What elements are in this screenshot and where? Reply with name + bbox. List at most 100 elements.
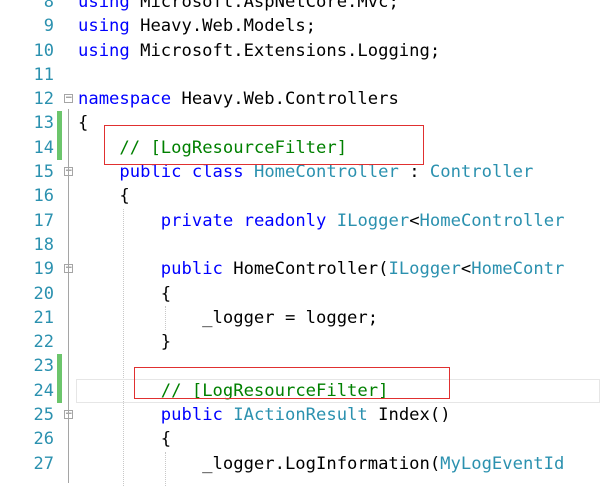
code-text: _logger.LogInformation(MyLogEventId [78,452,564,476]
keyword: class [191,162,244,183]
code-token: : [398,162,430,183]
keyword: using [78,16,130,37]
code-token [78,162,119,182]
minus-box-icon[interactable]: − [64,93,73,104]
code-token: < [409,210,420,231]
code-token: Microsoft.AspNetCore.Mvc; [129,0,399,12]
code-line-11[interactable]: 11 [0,63,600,87]
line-number: 20 [33,283,54,304]
type-name: IActionResult [233,405,368,426]
keyword: public [119,162,182,183]
type-name: ILogger [388,259,461,280]
code-text: public class HomeController : Controller [78,160,533,184]
code-line-17[interactable]: 17 private readonly ILogger<HomeControll… [0,209,600,233]
line-number: 17 [33,210,54,231]
outline-bar [68,108,69,483]
line-number: 27 [33,453,54,474]
code-text: using Microsoft.AspNetCore.Mvc; [78,0,399,14]
code-text: { [78,282,171,306]
indent-guide [164,305,166,331]
line-number: 26 [33,429,54,450]
code-text: { [78,184,130,208]
indent-guide [123,208,125,486]
code-line-20[interactable]: 20 { [0,282,600,306]
code-token [223,405,233,425]
line-number: 21 [33,307,54,328]
code-token: { [78,113,89,134]
code-token: { [78,283,172,304]
change-marker [57,135,62,161]
code-token: Heavy.Web.Models; [129,16,317,37]
code-line-16[interactable]: 16 { [0,184,600,208]
code-text: namespace Heavy.Web.Controllers [78,87,399,111]
code-token: { [78,186,130,207]
code-token: Heavy.Web.Controllers [171,89,399,110]
type-name: ILogger [336,210,410,231]
keyword: public [160,259,223,280]
keyword: using [78,40,130,61]
code-line-12[interactable]: 12−namespace Heavy.Web.Controllers [0,87,600,111]
code-line-18[interactable]: 18 [0,233,600,257]
line-number: 13 [33,113,54,134]
code-token: _logger = logger; [78,307,379,328]
line-number: 8 [43,0,54,12]
keyword: namespace [78,89,172,110]
code-text: public HomeController(ILogger<HomeContr [78,257,565,281]
indent-guide [164,451,166,486]
code-token [78,405,161,425]
change-marker [57,354,62,379]
type-name: HomeController [253,162,399,183]
type-name: HomeContr [471,259,565,280]
code-line-10[interactable]: 10 using Microsoft.Extensions.Logging; [0,39,600,63]
code-line-8[interactable]: 8 using Microsoft.AspNetCore.Mvc; [0,0,600,14]
comment: // [LogResourceFilter] [119,137,348,158]
code-text: public IActionResult Index() [78,403,451,427]
code-text: // [LogResourceFilter] [78,136,347,160]
code-text: { [78,427,171,451]
type-name: HomeController [419,210,565,231]
keyword: private [160,210,234,231]
code-token [244,162,254,182]
code-line-19[interactable]: 19− public HomeController(ILogger<HomeCo… [0,257,600,281]
code-token [233,211,243,231]
code-text: } [78,330,171,354]
code-line-24[interactable]: 24 // [LogResourceFilter] [0,378,600,404]
highlight-box-comment-2 [134,366,450,399]
code-text: using Heavy.Web.Models; [78,14,316,38]
line-number: 10 [33,40,54,61]
code-text: _logger = logger; [78,306,378,330]
line-number: 12 [33,89,54,110]
keyword: using [78,0,130,12]
code-text: using Microsoft.Extensions.Logging; [78,39,440,63]
code-token: { [78,429,172,450]
code-token: Microsoft.Extensions.Logging; [129,40,441,61]
code-text: private readonly ILogger<HomeController [78,209,565,233]
code-line-23[interactable]: 23 [0,354,600,379]
code-line-22[interactable]: 22 } [0,330,600,354]
line-number: 16 [33,186,54,207]
line-number: 22 [33,332,54,353]
line-number: 24 [33,380,54,401]
code-token: _logger.LogInformation( [78,453,441,474]
code-line-26[interactable]: 26 { [0,427,600,451]
comment: // [LogResourceFilter] [160,380,389,401]
line-number: 18 [33,234,54,255]
line-number: 15 [33,162,54,183]
code-line-13[interactable]: 13 { [0,111,600,136]
code-line-27[interactable]: 27 _logger.LogInformation(MyLogEventId [0,452,600,476]
code-token [326,211,336,231]
code-token: } [78,332,172,353]
keyword: public [160,405,223,426]
line-number: 9 [43,16,54,37]
code-line-9[interactable]: 9 using Heavy.Web.Models; [0,14,600,38]
code-token: HomeController( [222,259,389,280]
code-token [182,162,192,182]
code-text: { [78,111,88,135]
change-marker [57,378,62,404]
code-token [78,211,161,231]
code-line-25[interactable]: 25− public IActionResult Index() [0,403,600,427]
code-line-14[interactable]: 14 // [LogResourceFilter] [0,135,600,161]
code-line-21[interactable]: 21 _logger = logger; [0,306,600,330]
line-number: 23 [33,356,54,377]
